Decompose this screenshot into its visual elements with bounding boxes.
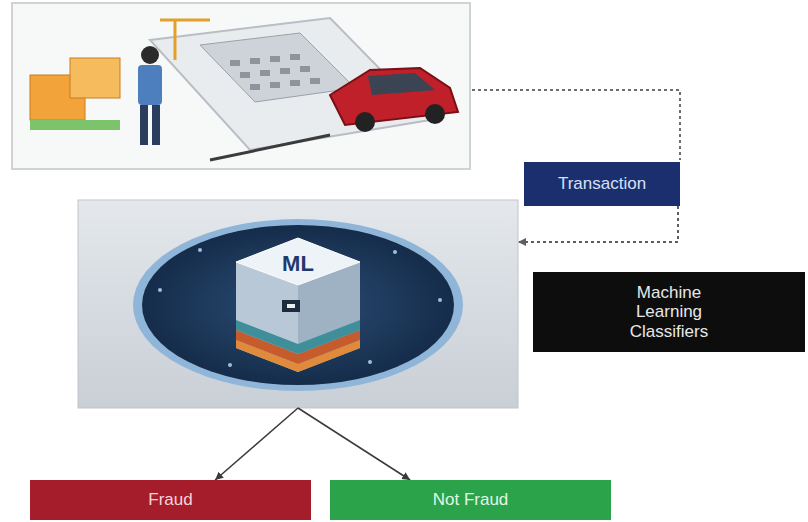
- result-box: Not Fraud: [330, 480, 611, 520]
- transaction-illustration: [12, 3, 470, 169]
- dashed-leader: [472, 90, 680, 160]
- node-text: Transaction: [558, 174, 646, 194]
- process-box: Transaction: [524, 162, 680, 206]
- connector-arrow: [518, 206, 678, 242]
- connector-arrow: [298, 408, 410, 480]
- node-text: Machine Learning Classifiers: [609, 283, 729, 342]
- ml-panel-art: [78, 200, 518, 408]
- node-text: ML: [282, 251, 314, 276]
- node-text: Fraud: [148, 490, 192, 510]
- label-box: Machine Learning Classifiers: [533, 272, 805, 352]
- node-text: Not Fraud: [433, 490, 509, 510]
- result-box: Fraud: [30, 480, 311, 520]
- ml-panel: ML: [78, 200, 518, 408]
- connector-arrow: [215, 408, 298, 480]
